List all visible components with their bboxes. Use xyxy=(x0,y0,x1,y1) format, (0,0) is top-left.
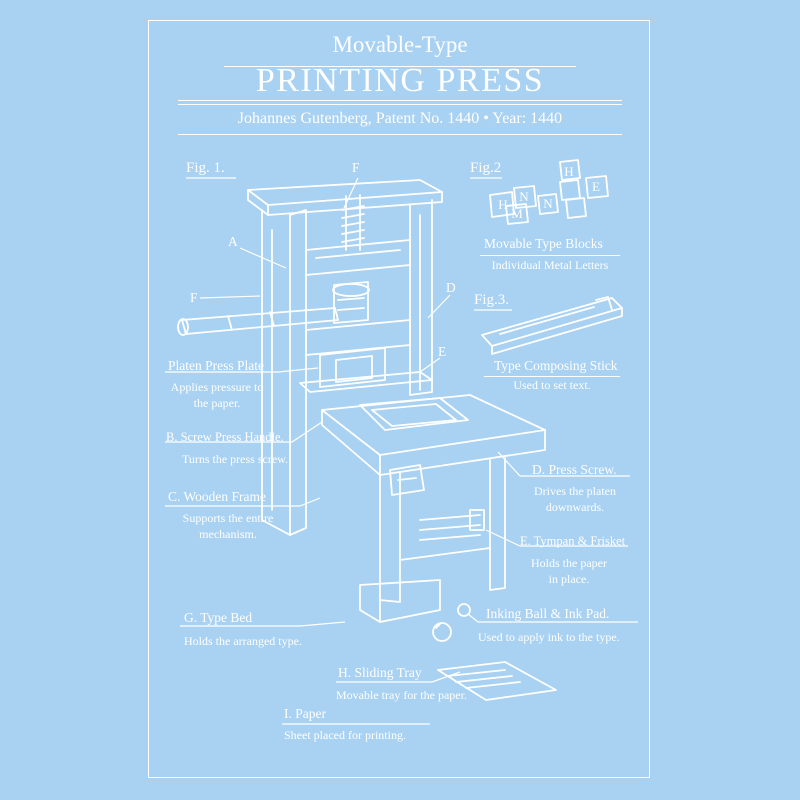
type-blocks-desc: Individual Metal Letters xyxy=(491,258,609,272)
leader-typebed xyxy=(180,621,346,627)
leader-tray xyxy=(336,671,461,683)
block-glyph-2: H xyxy=(564,164,573,179)
platen-desc-2: the paper. xyxy=(193,396,241,410)
leader-frame xyxy=(165,497,321,507)
tympan-desc-1: Holds the paper xyxy=(531,556,607,570)
screw-desc-1: Drives the platen xyxy=(534,484,616,498)
marker-f-top: F xyxy=(352,160,360,175)
block-glyph-3: E xyxy=(592,179,600,194)
composing-stick-title: Type Composing Stick xyxy=(494,358,618,373)
paper-desc-1: Sheet placed for printing. xyxy=(284,728,406,742)
frame-desc-1: Supports the entire xyxy=(182,511,274,525)
typebed-desc-1: Holds the arranged type. xyxy=(184,634,302,648)
leader-screw xyxy=(497,451,630,477)
press-screw xyxy=(341,194,365,251)
leader-tympan xyxy=(485,529,628,547)
composing-stick-rule xyxy=(484,376,620,377)
tray-title: H. Sliding Tray xyxy=(338,665,422,680)
block-glyph-4: N xyxy=(519,189,529,204)
leader-platen xyxy=(165,367,319,373)
frame-posts xyxy=(261,199,433,536)
block-glyph-6: N xyxy=(543,196,553,211)
platen-title: Platen Press Plate xyxy=(168,358,264,373)
leader-d xyxy=(427,294,451,319)
poster-border xyxy=(148,20,650,778)
block-glyph-5: M xyxy=(511,206,523,221)
screw-desc-2: downwards. xyxy=(545,500,605,514)
composing-stick-desc: Used to set text. xyxy=(513,378,591,392)
tympan-desc-2: in place. xyxy=(548,572,590,586)
handle-title: B. Screw Press Handle. xyxy=(166,430,284,444)
screw-body xyxy=(332,281,370,324)
type-blocks-rule xyxy=(480,255,620,256)
tray-desc-1: Movable tray for the paper. xyxy=(336,688,467,702)
platen-desc-1: Applies pressure to xyxy=(170,380,264,394)
title-rule-mid-2 xyxy=(178,104,622,106)
leader-handle xyxy=(165,421,323,443)
middle-platen xyxy=(305,319,411,388)
inking-desc-1: Used to apply ink to the type. xyxy=(478,630,620,644)
title-top: Movable-Type xyxy=(332,32,468,57)
title-rule-mid-1 xyxy=(178,100,622,102)
leader-f-left xyxy=(199,295,261,299)
fig3-label: Fig.3. xyxy=(474,292,510,308)
ink-balls-art xyxy=(432,603,471,642)
marker-a: A xyxy=(228,234,238,249)
title-rule-bottom xyxy=(178,134,622,136)
lower-frame xyxy=(359,457,506,623)
fig2-label: Fig.2 xyxy=(470,160,502,176)
type-blocks-title: Movable Type Blocks xyxy=(484,236,603,251)
top-beam xyxy=(247,179,443,216)
fig1-label: Fig. 1. xyxy=(186,160,225,176)
typebed-title: G. Type Bed xyxy=(184,610,253,625)
leader-inking xyxy=(467,613,638,623)
press-handle xyxy=(177,307,339,336)
frame-desc-2: mechanism. xyxy=(199,527,257,541)
screw-title: D. Press Screw. xyxy=(532,462,617,477)
composing-stick-art xyxy=(481,296,623,355)
inking-title: Inking Ball & Ink Pad. xyxy=(486,606,610,621)
block-glyph-1: H xyxy=(498,197,507,212)
marker-f-left: F xyxy=(190,290,198,305)
paper-title: I. Paper xyxy=(284,706,326,721)
paper-sheet-art xyxy=(437,661,557,701)
leader-f-top xyxy=(343,177,359,209)
shelf xyxy=(299,371,433,393)
leader-e xyxy=(419,357,441,373)
subtitle: Johannes Gutenberg, Patent No. 1440 • Ye… xyxy=(237,110,563,127)
marker-d: D xyxy=(446,280,456,295)
leader-a xyxy=(239,247,287,269)
marker-e: E xyxy=(438,344,447,359)
type-blocks-art xyxy=(489,159,609,225)
title-rule-top xyxy=(224,66,576,68)
tympan-title: E. Tympan & Frisket xyxy=(520,534,626,548)
page-title: PRINTING PRESS xyxy=(255,62,545,99)
frame-title: C. Wooden Frame xyxy=(168,489,267,504)
handle-desc-1: Turns the press screw. xyxy=(181,452,289,466)
upper-platform xyxy=(305,239,411,276)
carriage xyxy=(321,394,546,496)
